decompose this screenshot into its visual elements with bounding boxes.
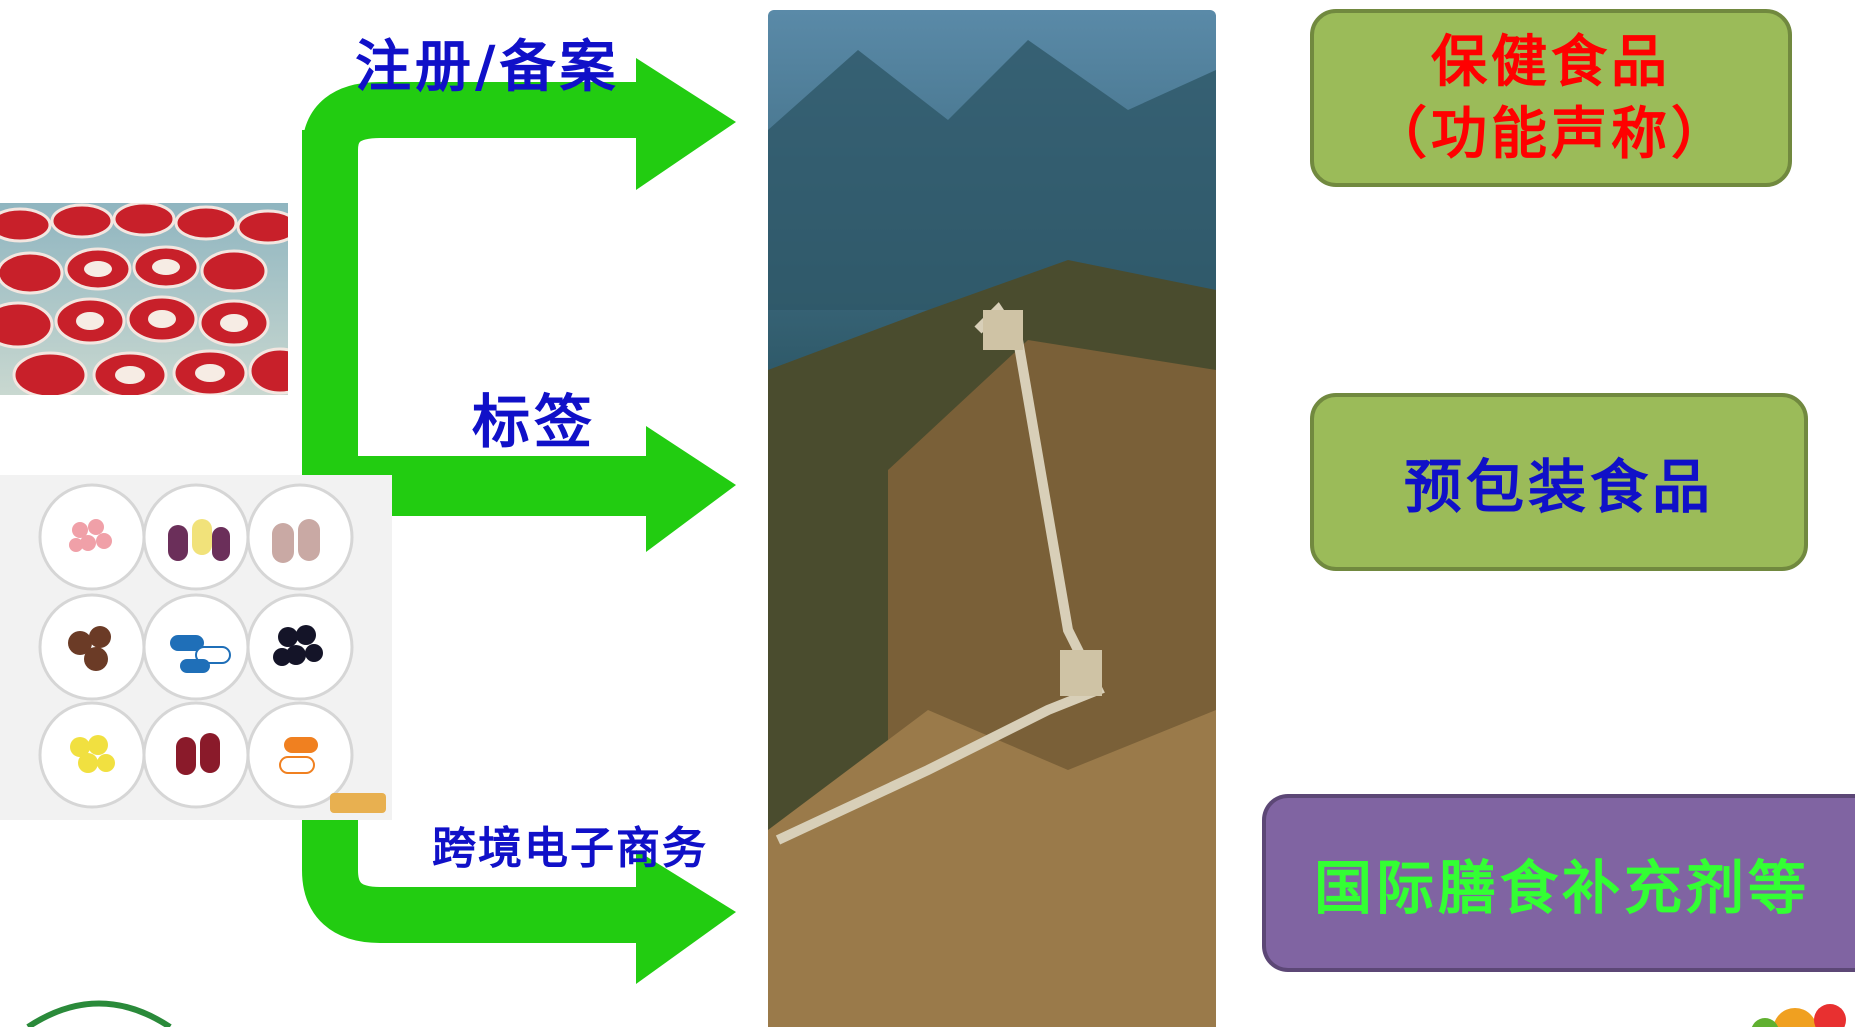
yogurt-cups-photo [0,203,288,395]
arrow-head-1 [636,58,736,190]
great-wall-photo [768,10,1216,1027]
category-dietary-supplements-title: 国际膳食补充剂等 [1313,854,1810,922]
category-health-food-subtitle: （功能声称） [1371,101,1731,167]
category-prepackaged-food: 预包装食品 [1310,393,1808,571]
route-trunk [302,82,650,200]
category-health-food-title: 保健食品 [1431,29,1671,95]
partial-logo-left [26,1000,172,1027]
route-label-labeling: 标签 [472,388,597,456]
category-prepackaged-food-title: 预包装食品 [1403,453,1714,521]
route-label-cross-border-ecommerce: 跨境电子商务 [432,823,708,874]
supplement-pills-photo [0,475,392,820]
partial-logo-right [1751,1004,1846,1027]
route-label-registration: 注册/备案 [355,34,620,100]
arrow-head-3 [636,850,736,984]
arrow-head-2 [646,426,736,552]
category-health-food: 保健食品 （功能声称） [1310,9,1792,187]
category-dietary-supplements: 国际膳食补充剂等 [1262,794,1855,972]
route-trunk-vertical [302,130,650,943]
